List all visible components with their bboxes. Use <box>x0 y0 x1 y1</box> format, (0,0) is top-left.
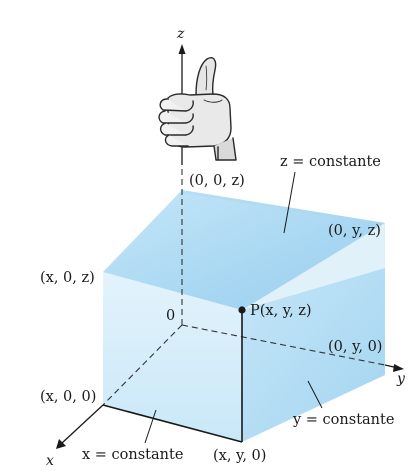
label-z-constante: z = constante <box>280 154 381 170</box>
y-axis-label: y <box>396 371 406 387</box>
label-0-0-z: (0, 0, z) <box>189 173 245 189</box>
x-axis <box>61 404 104 444</box>
plane-z-constant-face <box>103 190 385 310</box>
label-0-y-0: (0, y, 0) <box>328 339 382 355</box>
top-face-back-edge <box>182 190 385 310</box>
label-y-constante: y = constante <box>292 412 394 428</box>
y-axis-arrowhead <box>393 364 404 372</box>
point-p-marker <box>238 306 246 314</box>
plane-x-constant-face <box>103 272 242 442</box>
bottom-front-edge <box>102 404 243 443</box>
z-axis-label: z <box>176 26 185 42</box>
label-x-constante: x = constante <box>82 447 183 463</box>
z-axis-arrowhead <box>178 44 186 54</box>
y-constant-leader <box>307 380 323 409</box>
label-x-0-z: (x, 0, z) <box>40 270 95 286</box>
plane-y-constant-face <box>242 268 385 442</box>
x-axis-arrowhead <box>56 439 66 449</box>
right-hand-icon <box>158 57 237 161</box>
origin-label: 0 <box>166 308 175 324</box>
label-0-y-z: (0, y, z) <box>328 223 381 239</box>
y-axis-dashed <box>181 324 386 366</box>
x-axis-label: x <box>46 453 54 469</box>
x-constant-leader <box>144 409 157 444</box>
label-x-0-0: (x, 0, 0) <box>40 389 96 405</box>
x-axis-dashed <box>102 324 183 406</box>
z-constant-leader <box>283 171 296 234</box>
label-point-p: P(x, y, z) <box>250 303 312 319</box>
label-x-y-0: (x, y, 0) <box>213 448 266 464</box>
